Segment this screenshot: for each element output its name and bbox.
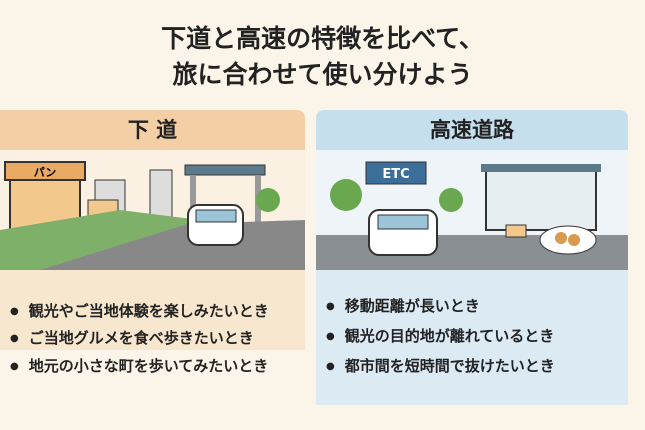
list-item: 観光の目的地が離れているとき <box>326 325 555 346</box>
list-item: 都市間を短時間で抜けたいとき <box>326 355 555 376</box>
local-road-illustration: パン <box>0 150 305 270</box>
expressway-illustration: ETC <box>316 150 628 270</box>
title-line-1: 下道と高速の特徴を比べて、 <box>161 24 484 53</box>
list-item: 観光やご当地体験を楽しみたいとき <box>10 300 269 321</box>
expressway-heading: 高速道路 <box>316 110 628 150</box>
local-road-panel: 下 道 パン 観光やご当地体験を楽しみたいとき ご当地グルメを食べ歩きたいとき … <box>0 110 305 375</box>
expressway-panel: 高速道路 ETC 移動距離が長いとき 観光の目的地が離れているとき 都市間を短時… <box>316 110 628 405</box>
list-item: ご当地グルメを食べ歩きたいとき <box>10 327 254 348</box>
local-road-heading: 下 道 <box>0 110 305 150</box>
list-item: 移動距離が長いとき <box>326 295 480 316</box>
shop-sign: パン <box>34 166 57 179</box>
etc-sign: ETC <box>382 167 409 182</box>
title-line-2: 旅に合わせて使い分けよう <box>172 60 473 89</box>
list-item: 地元の小さな町を歩いてみたいとき <box>10 355 269 376</box>
local-road-list: 観光やご当地体験を楽しみたいとき ご当地グルメを食べ歩きたいとき 地元の小さな町… <box>0 270 305 375</box>
expressway-list: 移動距離が長いとき 観光の目的地が離れているとき 都市間を短時間で抜けたいとき <box>316 270 628 405</box>
